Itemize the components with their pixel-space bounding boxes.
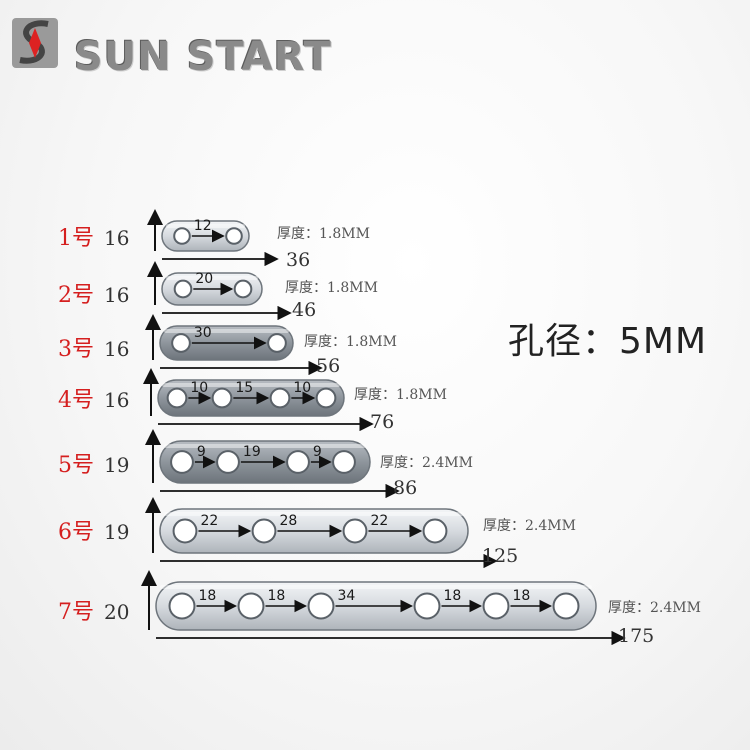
plate-hole <box>173 279 193 299</box>
thickness-label: 厚度：1.8MM <box>277 226 370 242</box>
brand-name: SUN START <box>74 34 332 80</box>
spacing-label: 18 <box>443 588 461 604</box>
hole-diameter-note: 孔径：5MM <box>508 321 708 362</box>
spacing-label: 9 <box>197 444 206 460</box>
plate-highlight <box>166 224 245 228</box>
plate-hole <box>482 592 510 620</box>
plate-hole <box>413 592 441 620</box>
plate-highlight <box>164 444 366 448</box>
spacing-label: 20 <box>195 271 213 287</box>
spacing-label: 18 <box>512 588 530 604</box>
plate-hole <box>332 450 356 474</box>
plate-hole <box>422 518 448 544</box>
plate-hole <box>173 227 191 245</box>
plate-hole <box>233 279 253 299</box>
s-logo-icon <box>12 18 58 68</box>
length-label: 86 <box>393 477 417 499</box>
length-label: 36 <box>286 249 310 271</box>
length-label: 56 <box>316 355 340 377</box>
length-label: 76 <box>370 411 394 433</box>
thickness-label: 厚度：1.8MM <box>354 387 447 403</box>
plate-hole <box>237 592 265 620</box>
thickness-label: 厚度：2.4MM <box>608 600 701 616</box>
plate-hole <box>171 333 191 353</box>
plate-hole <box>342 518 368 544</box>
plate-width-label: 19 <box>104 520 129 544</box>
plate-number-label: 4号 <box>58 388 94 413</box>
plate-hole <box>251 518 277 544</box>
plate-hole <box>552 592 580 620</box>
plate-hole <box>286 450 310 474</box>
plate-hole <box>170 450 194 474</box>
brand-logo: SUN START <box>8 12 388 80</box>
spacing-label: 18 <box>267 588 285 604</box>
spacing-label: 12 <box>194 218 212 234</box>
length-label: 125 <box>482 545 518 567</box>
length-label: 175 <box>618 625 654 647</box>
spacing-label: 30 <box>194 325 212 341</box>
spacing-label: 10 <box>293 380 311 396</box>
plate-hole <box>269 387 291 409</box>
plate-hole <box>168 592 196 620</box>
spacing-label: 28 <box>279 513 297 529</box>
plate-hole <box>211 387 233 409</box>
thickness-label: 厚度：1.8MM <box>304 334 397 350</box>
plate-width-label: 19 <box>104 453 129 477</box>
plate-width-label: 16 <box>104 226 129 250</box>
plate-width-label: 16 <box>104 388 129 412</box>
spacing-label: 15 <box>235 380 253 396</box>
thickness-label: 厚度：2.4MM <box>380 455 473 471</box>
plate-number-label: 6号 <box>58 520 94 545</box>
plate-number-label: 3号 <box>58 337 94 362</box>
spacing-label: 22 <box>200 513 218 529</box>
spacing-label: 19 <box>243 444 261 460</box>
plate-hole <box>267 333 287 353</box>
plate-hole <box>315 387 337 409</box>
plate-number-label: 5号 <box>58 453 94 478</box>
plate-highlight <box>164 512 464 516</box>
thickness-label: 厚度：1.8MM <box>285 280 378 296</box>
plate-width-label: 16 <box>104 337 129 361</box>
plate-hole <box>166 387 188 409</box>
plate-highlight <box>160 585 592 589</box>
length-label: 46 <box>292 299 316 321</box>
spacing-label: 18 <box>198 588 216 604</box>
spacing-label: 10 <box>190 380 208 396</box>
plate-number-label: 2号 <box>58 283 94 308</box>
plate-width-label: 20 <box>104 600 129 624</box>
plate-hole <box>307 592 335 620</box>
plate-highlight <box>166 276 258 280</box>
plate-highlight <box>164 329 289 333</box>
spacing-label: 9 <box>313 444 322 460</box>
plate-hole <box>216 450 240 474</box>
plate-highlight <box>162 383 340 387</box>
plate-hole <box>172 518 198 544</box>
plate-number-label: 1号 <box>58 226 94 251</box>
plate-hole <box>225 227 243 245</box>
spacing-label: 34 <box>337 588 355 604</box>
thickness-label: 厚度：2.4MM <box>483 518 576 534</box>
spacing-label: 22 <box>370 513 388 529</box>
plate-number-label: 7号 <box>58 600 94 625</box>
plate-width-label: 16 <box>104 283 129 307</box>
